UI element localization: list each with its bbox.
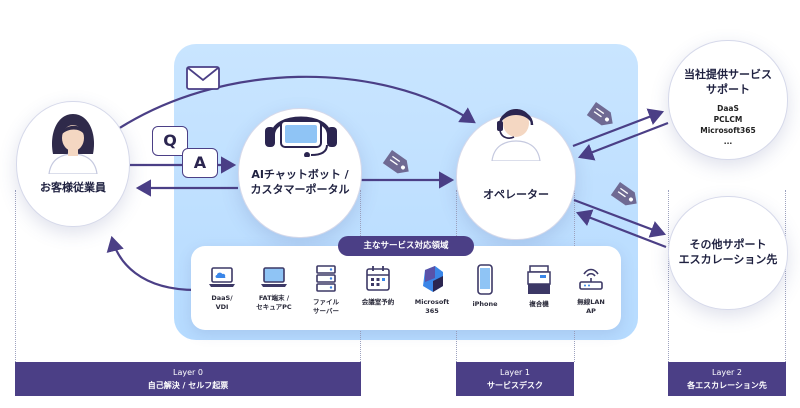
service-item-daas: DaaS/ VDI	[194, 264, 250, 312]
service-label: iPhone	[472, 300, 498, 308]
other-escalation-node: その他サポート エスカレーション先	[668, 196, 788, 310]
layer-name: Layer 2	[712, 368, 742, 377]
vendor-service-item: PCLCM	[713, 115, 743, 124]
service-label: ファイル サーバー	[313, 298, 339, 315]
layer-guide-line	[668, 190, 669, 362]
layer-description: 各エスカレーション先	[687, 381, 767, 390]
laptop-icon	[261, 267, 287, 287]
vendor-support-node: 当社提供サービス サポート DaaS PCLCM Microsoft365 ..…	[668, 40, 788, 160]
arrow-services-to-customer	[106, 235, 197, 292]
layer-name: Layer 0	[173, 368, 203, 377]
layer-2-bar: Layer 2 各エスカレーション先	[668, 362, 786, 396]
service-label: 会議室予約	[361, 298, 395, 306]
headset-monitor-icon	[265, 116, 337, 157]
server-icon	[316, 265, 336, 292]
layer-description: サービスデスク	[487, 381, 543, 390]
operator-avatar-icon	[491, 109, 541, 161]
layer-0-bar: Layer 0 自己解決 / セルフ起票	[15, 362, 361, 396]
arrow-operator-to-other	[573, 198, 667, 238]
arrow-operator-to-vendor	[572, 108, 665, 148]
arrow-other-to-operator	[575, 209, 667, 249]
chatbot-node: AIチャットボット / カスタマーポータル	[238, 108, 362, 238]
layer-description: 自己解決 / セルフ起票	[147, 381, 229, 390]
service-item-microsoft365: Microsoft 365	[404, 264, 460, 316]
other-escalation-label: その他サポート エスカレーション先	[678, 238, 778, 266]
customer-node: お客様従業員	[16, 101, 130, 227]
chatbot-label: AIチャットボット / カスタマーポータル	[250, 168, 350, 196]
vendor-service-item: ...	[723, 137, 733, 146]
vendor-service-item: DaaS	[717, 104, 739, 113]
calendar-icon	[366, 266, 390, 291]
laptop-cloud-icon	[209, 267, 235, 287]
wireless-router-icon	[579, 268, 603, 290]
services-title: 主なサービス対応領域	[338, 236, 474, 256]
service-item-wlan: 無線LAN AP	[563, 264, 619, 316]
arrow-vendor-to-operator	[577, 121, 669, 161]
service-label: FAT端末 / セキュアPC	[256, 294, 292, 311]
service-item-mfp: 複合機	[511, 264, 567, 309]
question-bubble: Q	[152, 126, 188, 156]
customer-label: お客様従業員	[40, 181, 106, 194]
service-label: 無線LAN AP	[577, 298, 605, 315]
mail-icon	[186, 66, 220, 90]
ticket-tag-icon	[610, 182, 637, 206]
answer-bubble: A	[182, 148, 218, 178]
microsoft365-icon	[423, 266, 443, 292]
printer-icon	[527, 265, 551, 294]
layer-name: Layer 1	[500, 368, 530, 377]
vendor-support-label: 当社提供サービス サポート	[684, 68, 772, 96]
vendor-service-list: DaaS PCLCM Microsoft365 ...	[669, 103, 787, 147]
operator-node: オペレーター	[456, 109, 576, 240]
service-label: Microsoft 365	[414, 298, 450, 315]
layer-guide-line	[785, 190, 786, 362]
layer-guide-line	[15, 190, 16, 362]
service-item-fat: FAT端末 / セキュアPC	[246, 264, 302, 312]
service-label: 複合機	[529, 300, 549, 308]
service-item-fileserver: ファイル サーバー	[298, 264, 354, 316]
service-item-meeting-room: 会議室予約	[350, 264, 406, 307]
customer-avatar-icon	[48, 114, 98, 174]
ticket-tag-icon	[382, 150, 409, 174]
service-item-iphone: iPhone	[457, 264, 513, 309]
smartphone-icon	[477, 264, 493, 295]
service-label: DaaS/ VDI	[211, 294, 233, 311]
vendor-service-item: Microsoft365	[700, 126, 756, 135]
ticket-tag-icon	[586, 102, 613, 126]
operator-label: オペレーター	[483, 188, 549, 201]
layer-1-bar: Layer 1 サービスデスク	[456, 362, 574, 396]
arrow-customer-to-operator	[111, 75, 476, 134]
